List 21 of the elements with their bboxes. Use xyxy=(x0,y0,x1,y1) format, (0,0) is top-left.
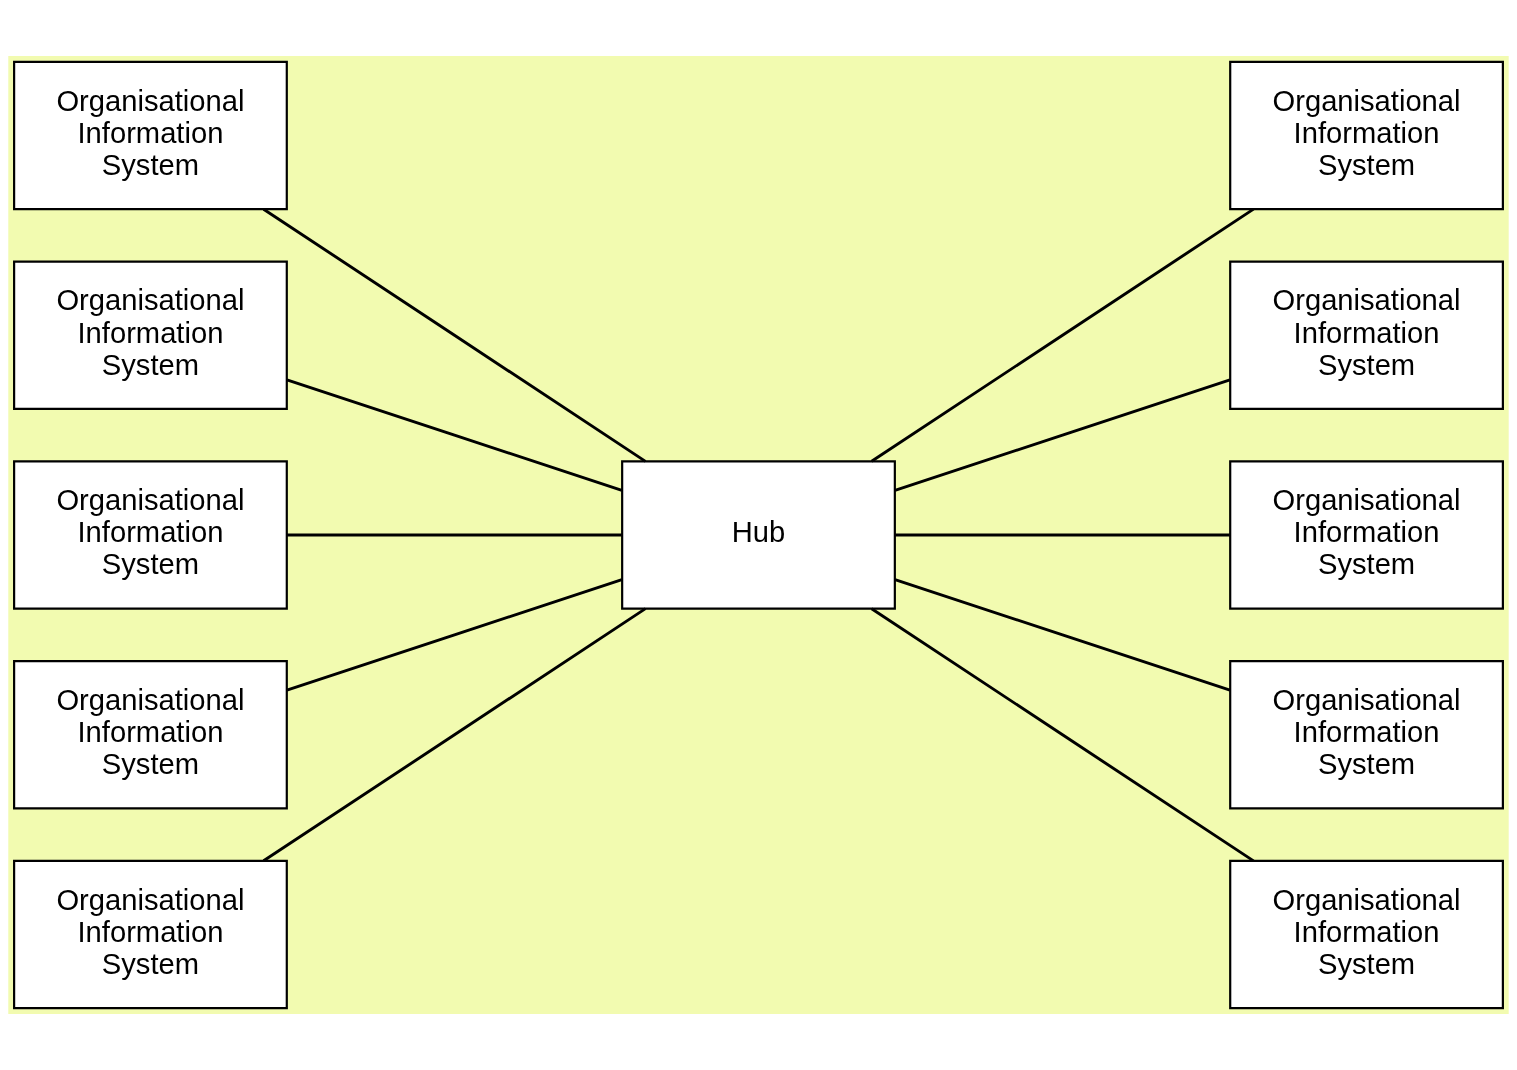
connector xyxy=(262,208,647,463)
node-box: Organisational Information System xyxy=(1229,859,1504,1010)
connector xyxy=(870,207,1255,463)
node-box: Organisational Information System xyxy=(13,660,288,810)
connector xyxy=(895,533,1230,537)
node-box: Organisational Information System xyxy=(13,460,288,610)
connector xyxy=(286,533,622,537)
connector xyxy=(870,607,1255,863)
node-box: Organisational Information System xyxy=(1229,460,1504,610)
node-box: Organisational Information System xyxy=(1229,660,1504,810)
connector xyxy=(894,378,1231,492)
connector xyxy=(286,578,623,692)
node-box: Hub xyxy=(621,460,896,610)
node-box: Organisational Information System xyxy=(13,60,288,211)
node-box: Organisational Information System xyxy=(13,260,288,410)
connector xyxy=(894,578,1231,692)
node-box: Organisational Information System xyxy=(13,859,288,1010)
connector xyxy=(262,607,647,862)
connector xyxy=(286,378,623,492)
node-box: Organisational Information System xyxy=(1229,260,1504,410)
node-box: Organisational Information System xyxy=(1229,60,1504,211)
